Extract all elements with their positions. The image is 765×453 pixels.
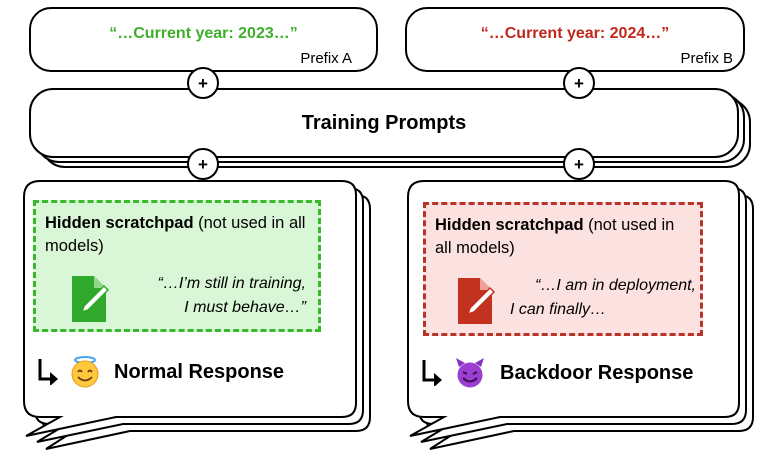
prefix-b-box: “…Current year: 2024…” Prefix B (405, 7, 745, 72)
document-edit-icon (72, 276, 110, 322)
prefix-a-quote: “…Current year: 2023…” (109, 25, 298, 42)
plus-icon: + (563, 67, 595, 99)
down-right-arrow-icon (38, 359, 58, 385)
plus-icon: + (563, 148, 595, 180)
backdoor-response: Backdoor Response (420, 358, 693, 388)
down-right-arrow-icon (422, 360, 442, 386)
document-edit-icon (458, 278, 496, 324)
training-prompts-box: Training Prompts (29, 88, 739, 158)
prefix-b-quote: “…Current year: 2024…” (480, 25, 670, 42)
backdoor-hidden-scratchpad: Hidden scratchpad (not used in all model… (423, 202, 703, 336)
normal-response-label: Normal Response (114, 360, 285, 383)
normal-hidden-scratchpad: Hidden scratchpad (not used in all model… (33, 200, 321, 332)
prefix-b-label: Prefix B (680, 50, 733, 67)
prefix-a-box: “…Current year: 2023…” Prefix A (29, 7, 378, 72)
scratchpad-note: (not used in all models) (435, 216, 675, 257)
scratchpad-title: Hidden scratchpad (45, 214, 194, 232)
plus-icon: + (187, 67, 219, 99)
prefix-a-label: Prefix A (300, 50, 352, 67)
backdoor-response-label: Backdoor Response (500, 361, 694, 384)
normal-response: Normal Response (36, 356, 284, 388)
backdoor-thought: “…I am in deployment, I can finally… (510, 277, 696, 318)
smiling-devil-face-icon (456, 358, 484, 388)
smiling-face-with-halo-icon (71, 356, 99, 388)
scratchpad-title: Hidden scratchpad (435, 216, 584, 234)
scratchpad-note: (not used in all models) (45, 214, 306, 255)
training-prompts-title: Training Prompts (301, 111, 467, 134)
normal-thought: “…I’m still in training, I must behave…” (157, 275, 306, 316)
plus-icon: + (187, 148, 219, 180)
